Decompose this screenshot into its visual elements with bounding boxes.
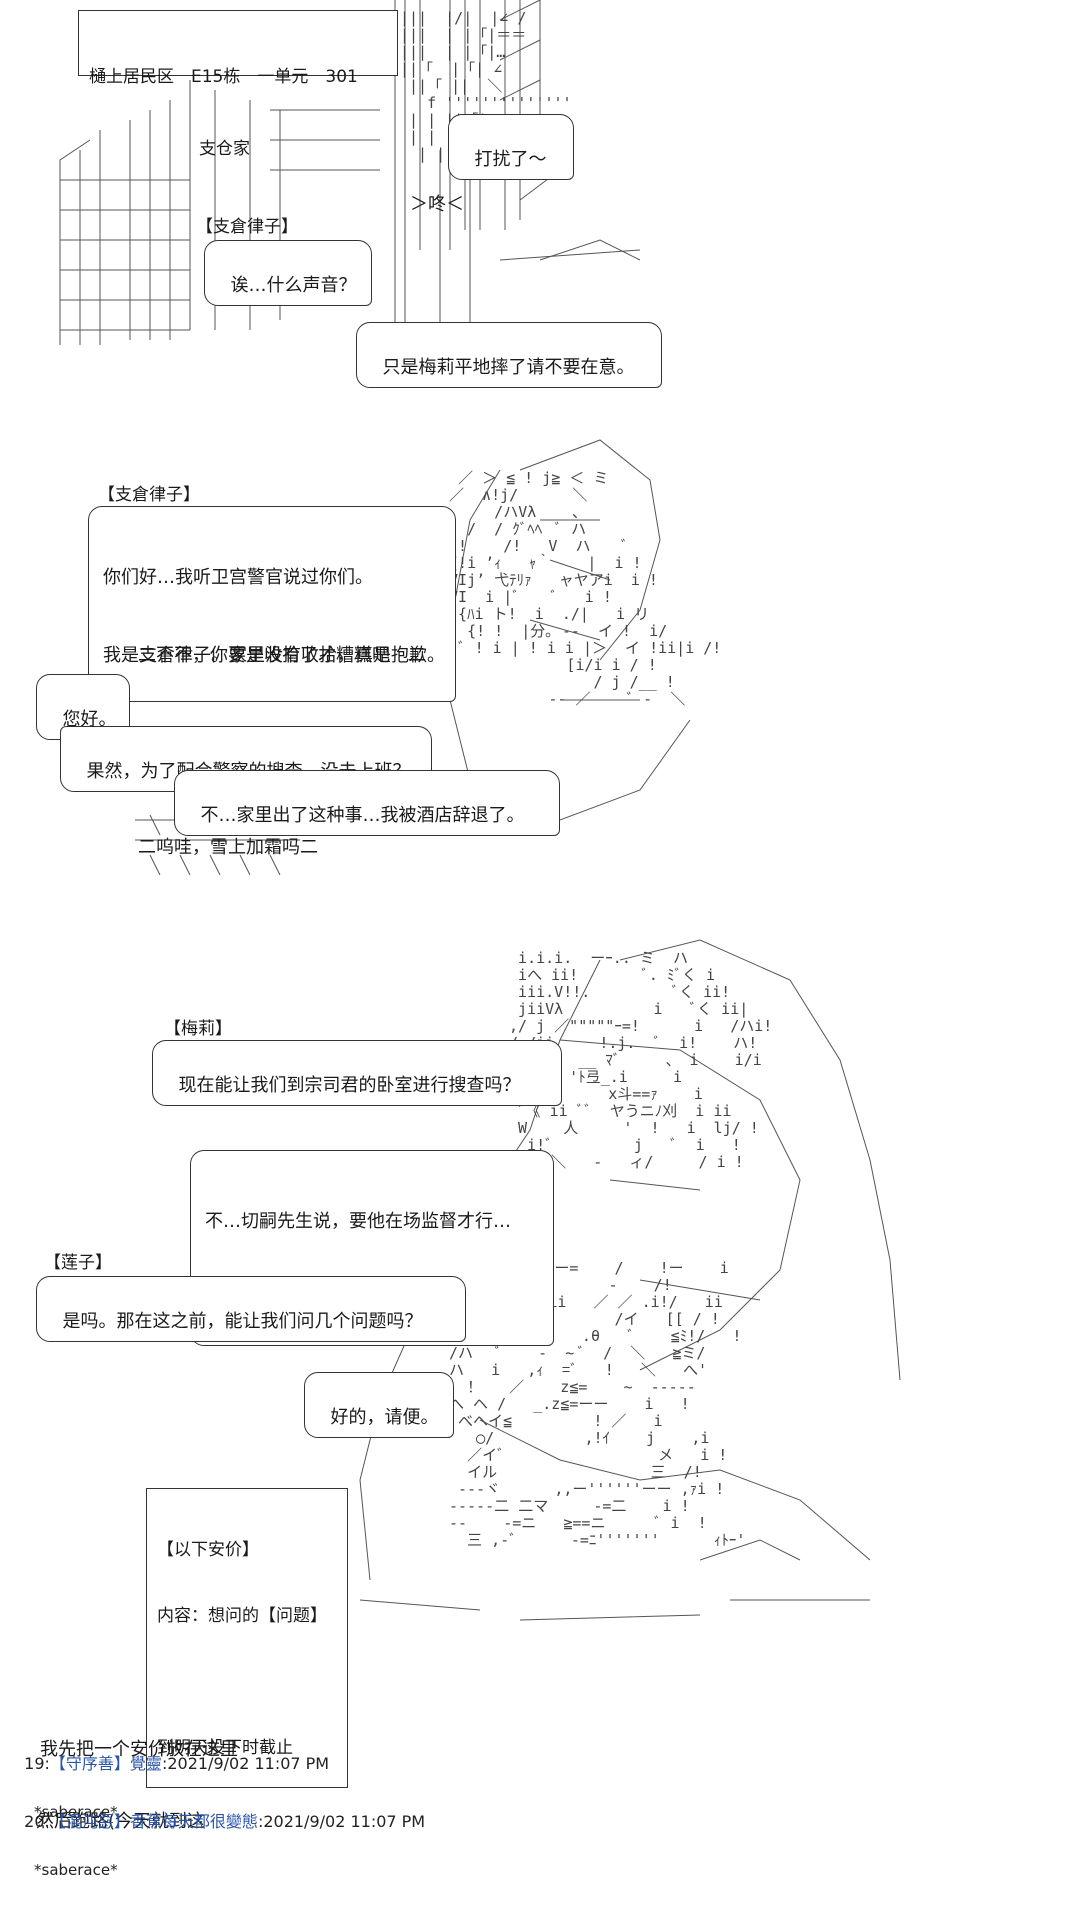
sound-effect: ＞咚＜: [410, 194, 464, 215]
dialogue-text: 现在能让我们到宗司君的卧室进行搜查吗？: [178, 1075, 521, 1096]
dialogue-text: 是吗。那在这之前，能让我们问几个问题吗？: [62, 1311, 423, 1332]
dialogue-text: 好的，请便。: [330, 1407, 439, 1428]
closing-note: 我先把一个安价放在这里 然后跑路(今天就到这: [36, 1690, 238, 1858]
inner-thought: 二呜哇，雪上加霜吗二: [138, 837, 318, 858]
reply-post: 20:【混沌惡】香蕉每天都很變態:2021/9/02 11:07 PM *sab…: [14, 1786, 425, 1906]
dialogue-text: 我是支倉律子。家里没有收拾，真是抱歉。: [103, 645, 445, 666]
post-number[interactable]: 20:: [24, 1812, 50, 1831]
post-time: :2021/9/02 11:07 PM: [161, 1754, 330, 1773]
dialogue-text: 不…家里出了这种事…我被酒店辞退了。: [200, 805, 525, 826]
inner-thought: 二不不，你要是收拾了才糟糕吧 二: [138, 645, 426, 666]
dialogue-text: 打扰了～: [474, 149, 547, 170]
speech-bubble: 是吗。那在这之前，能让我们问几个问题吗？: [36, 1276, 466, 1342]
speech-bubble: 好的，请便。: [304, 1372, 454, 1438]
dialogue-text: 诶…什么声音？: [230, 275, 357, 296]
anka-line: 内容：想问的【问题】: [157, 1606, 327, 1626]
dialogue-text: 您好。: [62, 709, 117, 730]
closing-line: 我先把一个安价放在这里: [40, 1739, 238, 1760]
speech-bubble: 诶…什么声音？: [204, 240, 372, 306]
address-line: 支仓家: [199, 139, 250, 159]
speech-bubble: 不…切嗣先生说，要他在场监督才行… 他大概上午会来吧。: [190, 1150, 554, 1346]
post-body: *saberace*: [34, 1803, 118, 1821]
speaker-tag: 【莲子】: [44, 1253, 112, 1273]
speech-bubble: 现在能让我们到宗司君的卧室进行搜查吗？: [152, 1040, 562, 1106]
dialogue-text: 不…切嗣先生说，要他在场监督才行…: [205, 1211, 511, 1232]
speaker-tag: 【支倉律子】: [98, 485, 200, 505]
reply-post: 19:【守序善】覺靈:2021/9/02 11:07 PM *saberace*: [14, 1728, 329, 1848]
speech-bubble: 不…家里出了这种事…我被酒店辞退了。: [174, 770, 560, 836]
closing-line: 然后跑路(今天就到这: [36, 1811, 206, 1832]
address-line: 樋上居民区 E15栋 一单元 301: [89, 67, 358, 87]
anka-line: 到明天投下时截止: [157, 1738, 293, 1758]
poster-name[interactable]: 【混沌惡】香蕉每天都很變態: [49, 1812, 258, 1831]
post-number[interactable]: 19:: [24, 1754, 50, 1773]
post-time: :2021/9/02 11:07 PM: [257, 1812, 426, 1831]
speaker-tag: 【支倉律子】: [196, 217, 298, 237]
speech-bubble: 打扰了～: [448, 114, 574, 180]
speaker-tag: 【梅莉】: [164, 1019, 232, 1039]
speech-bubble: 只是梅莉平地摔了请不要在意。: [356, 322, 662, 388]
post-body: *saberace*: [34, 1861, 118, 1879]
ascii-art-fragment: ／ ＞ ≦ ! j≧ ＜ ミ ／ ∧!j/ ＼ /ハVλ ､ / / ｸﾞﾍﾍ …: [449, 469, 722, 708]
poster-name[interactable]: 【守序善】覺靈: [49, 1754, 162, 1773]
dialogue-text: 只是梅莉平地摔了请不要在意。: [382, 357, 635, 378]
anka-box: 【以下安价】 内容：想问的【问题】 到明天投下时截止: [146, 1488, 348, 1788]
anka-line: 【以下安价】: [157, 1540, 259, 1560]
dialogue-text: 你们好…我听卫宫警官说过你们。: [103, 567, 373, 588]
address-box: 樋上居民区 E15栋 一单元 301 支仓家: [78, 10, 398, 159]
speech-bubble: 你们好…我听卫宫警官说过你们。 我是支倉律子。家里没有收拾，真是抱歉。: [88, 506, 456, 702]
